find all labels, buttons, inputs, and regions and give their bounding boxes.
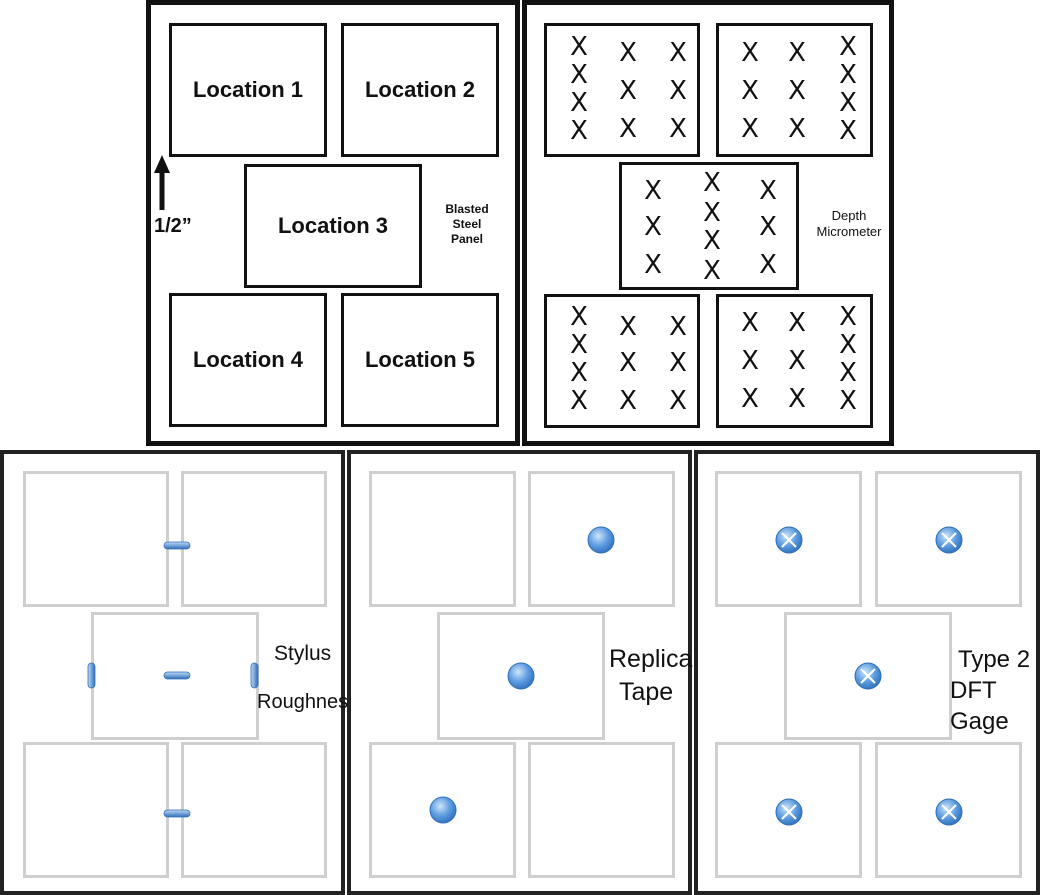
location-1-box: Location 1 bbox=[169, 23, 327, 157]
dm-box-5 bbox=[716, 294, 873, 428]
panel-label: Blasted Steel Panel bbox=[437, 202, 497, 247]
location-2-label: Location 2 bbox=[364, 77, 475, 102]
dimension-label: 1/2” bbox=[154, 215, 192, 237]
rt-box-1 bbox=[369, 471, 516, 607]
dft-box-3 bbox=[784, 612, 952, 740]
rt-label: Replica Tape bbox=[609, 643, 692, 708]
dft-box-1 bbox=[715, 471, 862, 607]
location-1-label: Location 1 bbox=[192, 77, 303, 102]
dm-label-line2: Micrometer bbox=[816, 224, 882, 240]
rt-box-5 bbox=[528, 742, 675, 878]
dft-label: Type 2 DFT Gage bbox=[950, 644, 1036, 738]
panel-dft-gage: Type 2 DFT Gage bbox=[694, 450, 1040, 895]
sr-label-line1: Stylus bbox=[274, 642, 332, 665]
dft-label-line2: DFT Gage bbox=[950, 677, 1009, 736]
dm-box-4 bbox=[544, 294, 700, 428]
sr-box-5 bbox=[181, 742, 327, 878]
rt-box-4 bbox=[369, 742, 516, 878]
location-4-label: Location 4 bbox=[192, 347, 303, 372]
sr-box-2 bbox=[181, 471, 327, 607]
rt-label-line1: Replica bbox=[609, 645, 693, 673]
sr-box-3 bbox=[91, 612, 259, 740]
sr-box-1 bbox=[23, 471, 169, 607]
panel-replica-tape: Replica Tape bbox=[347, 450, 692, 895]
dft-box-2 bbox=[875, 471, 1022, 607]
dft-box-4 bbox=[715, 742, 862, 878]
dm-label-line1: Depth bbox=[831, 208, 867, 223]
rt-box-2 bbox=[528, 471, 675, 607]
location-5-label: Location 5 bbox=[364, 347, 475, 372]
rt-box-3 bbox=[437, 612, 605, 740]
dm-box-3 bbox=[619, 162, 799, 290]
sr-label-line2: Roughness bbox=[257, 691, 359, 713]
dft-label-line1: Type 2 bbox=[958, 646, 1031, 673]
location-3-box: Location 3 bbox=[244, 164, 422, 288]
dm-box-2 bbox=[716, 23, 873, 157]
dm-box-1 bbox=[544, 23, 700, 157]
dft-box-5 bbox=[875, 742, 1022, 878]
panel-label-line2: Steel bbox=[452, 217, 482, 231]
rt-label-line2: Tape bbox=[619, 677, 674, 706]
location-3-label: Location 3 bbox=[277, 213, 388, 238]
panel-stylus-roughness: Stylus Roughness bbox=[0, 450, 358, 895]
location-4-box: Location 4 bbox=[169, 293, 327, 427]
sr-box-4 bbox=[23, 742, 169, 878]
panel-locations: Location 1 Location 2 Location 3 Locatio… bbox=[146, 0, 520, 446]
dm-label: Depth Micrometer bbox=[803, 208, 895, 241]
location-2-box: Location 2 bbox=[341, 23, 499, 157]
location-5-box: Location 5 bbox=[341, 293, 499, 427]
panel-label-line3: Panel bbox=[450, 232, 483, 246]
panel-label-line1: Blasted bbox=[445, 202, 489, 216]
